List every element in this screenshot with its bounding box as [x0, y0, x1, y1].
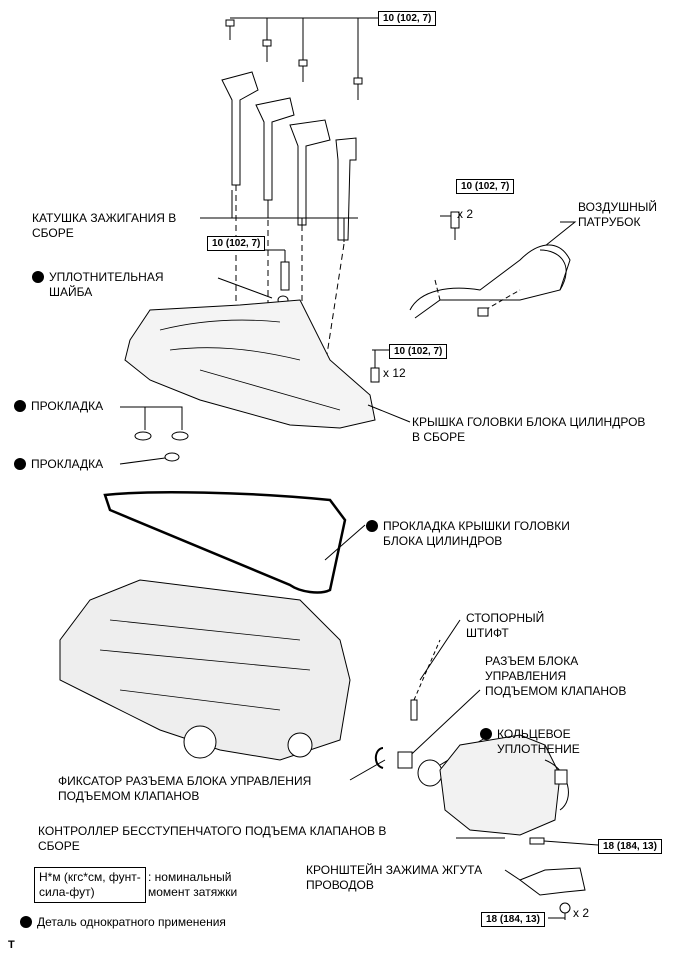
head-cover-gasket-shape	[103, 491, 347, 594]
label-seal-washer: УПЛОТНИТЕЛЬНАЯ ШАЙБА	[32, 270, 164, 300]
torque-value-controller: 18 (184, 13)	[598, 839, 662, 854]
washer-bolt-leader	[240, 249, 286, 290]
qty-air-pipe-bolts: x 2	[457, 207, 474, 221]
non-reusable-marker-icon	[366, 520, 378, 532]
torque-value-bracket: 18 (184, 13)	[481, 912, 545, 927]
washer-leader	[217, 277, 273, 299]
cylinder-head-shape	[59, 579, 351, 761]
non-reusable-marker-icon	[480, 728, 492, 740]
label-o-ring: КОЛЬЦЕВОЕ УПЛОТНЕНИЕ	[480, 727, 580, 757]
non-reusable-marker-icon	[14, 400, 26, 412]
gasket-leader	[120, 406, 183, 430]
corner-mark: T	[8, 939, 15, 951]
air-pipe-leader	[539, 221, 577, 251]
qty-bracket-nuts: x 2	[573, 906, 590, 920]
label-head-cover-gasket: ПРОКЛАДКА КРЫШКИ ГОЛОВКИ БЛОКА ЦИЛИНДРОВ	[366, 519, 570, 549]
non-reusable-marker-icon	[20, 916, 32, 928]
head-cover-leader	[367, 404, 411, 423]
qty-head-cover-bolts: x 12	[383, 366, 406, 380]
label-valve-controller: КОНТРОЛЛЕР БЕССТУПЕНЧАТОГО ПОДЪЕМА КЛАПА…	[38, 824, 387, 853]
torque-value-washer-bolt: 10 (102, 7)	[207, 236, 266, 251]
legend-non-reusable: Деталь однократного применения	[20, 915, 226, 930]
torque-leader-top	[230, 17, 378, 78]
head-cover-shape	[124, 299, 376, 429]
torque-value-top: 10 (102, 7)	[378, 11, 437, 26]
non-reusable-marker-icon	[14, 458, 26, 470]
non-reusable-marker-icon	[32, 271, 44, 283]
coil-dashed-lines	[235, 185, 345, 401]
ignition-coils	[221, 71, 357, 241]
legend-unit-box: Н*м (кгс*см, фунт-сила-фут)	[34, 867, 146, 903]
coil-leader	[200, 190, 358, 242]
label-gasket-1: ПРОКЛАДКА	[14, 399, 103, 414]
torque-value-air-pipe: 10 (102, 7)	[456, 179, 515, 194]
label-gasket-2: ПРОКЛАДКА	[14, 457, 103, 472]
torque-value-head-cover: 10 (102, 7)	[389, 344, 448, 359]
controller-shape	[439, 734, 561, 836]
coil-bolts	[225, 19, 363, 100]
